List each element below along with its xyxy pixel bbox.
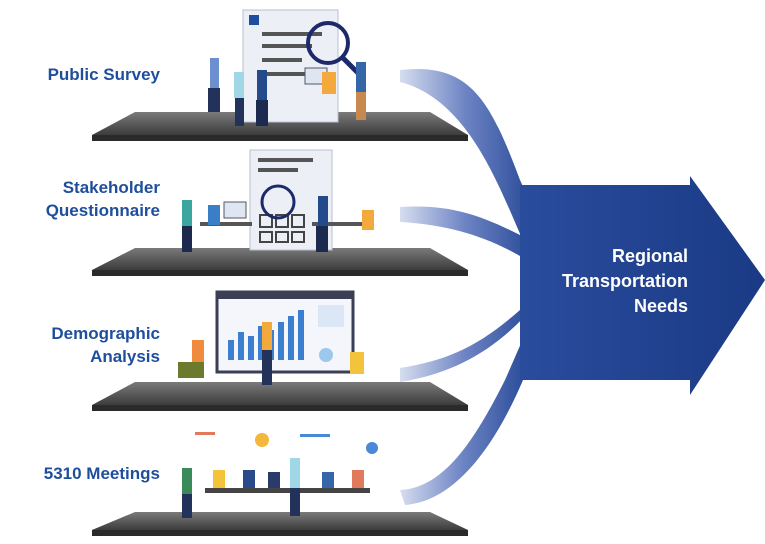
ottoman [178, 362, 204, 378]
person [322, 472, 334, 488]
label-line: Questionnaire [45, 201, 160, 220]
dashboard-screen [215, 290, 355, 374]
output-arrow [520, 176, 765, 395]
scene-public-survey [92, 9, 468, 141]
magnifier-icon [306, 21, 350, 65]
flow-ribbon-demographic [400, 290, 545, 382]
person [318, 196, 328, 226]
output-line: Transportation [561, 271, 688, 291]
person [182, 200, 192, 226]
output-line: Regional [611, 246, 688, 266]
platform [92, 512, 468, 530]
person [356, 62, 366, 92]
scene-5310-meetings [92, 432, 468, 536]
label-5310-meetings: 5310 Meetings [43, 464, 160, 483]
label-public-survey: Public Survey [47, 65, 160, 84]
person [192, 340, 204, 362]
cloud-icon [366, 442, 378, 454]
pie-chart-icon [319, 348, 333, 362]
lightbulb-icon [255, 433, 269, 447]
person [262, 322, 272, 350]
label-stakeholder-questionnaire: Stakeholder Questionnaire [10, 176, 160, 222]
label-demographic-analysis: Demographic Analysis [10, 322, 160, 368]
output-line: Needs [633, 296, 688, 316]
flow-ribbon-questionnaire [400, 206, 545, 262]
label-line: Stakeholder [62, 178, 160, 197]
person [208, 205, 220, 225]
desk [312, 222, 362, 226]
person [234, 72, 244, 98]
desk [200, 222, 252, 226]
computer-monitor [223, 201, 247, 219]
platform [92, 382, 468, 405]
person [352, 470, 364, 488]
scene-stakeholder-questionnaire [92, 149, 468, 276]
flow-ribbons [400, 68, 545, 505]
person [213, 470, 225, 488]
conference-table [205, 488, 370, 493]
label-line: Analysis [90, 347, 160, 366]
person [350, 352, 364, 374]
scene-demographic-analysis [92, 290, 468, 411]
flow-ribbon-meetings [400, 300, 540, 505]
person [362, 210, 374, 230]
platform [92, 112, 468, 135]
flow-ribbon-survey [400, 68, 545, 245]
person [210, 58, 219, 88]
output-label: Regional Transportation Needs [520, 244, 688, 319]
magnifier-icon [260, 184, 296, 220]
person [322, 72, 336, 94]
person [268, 472, 280, 488]
person [182, 468, 192, 494]
person [290, 458, 300, 488]
person [243, 470, 255, 488]
platform [92, 248, 468, 270]
label-line: Demographic [51, 324, 160, 343]
person [257, 70, 267, 100]
